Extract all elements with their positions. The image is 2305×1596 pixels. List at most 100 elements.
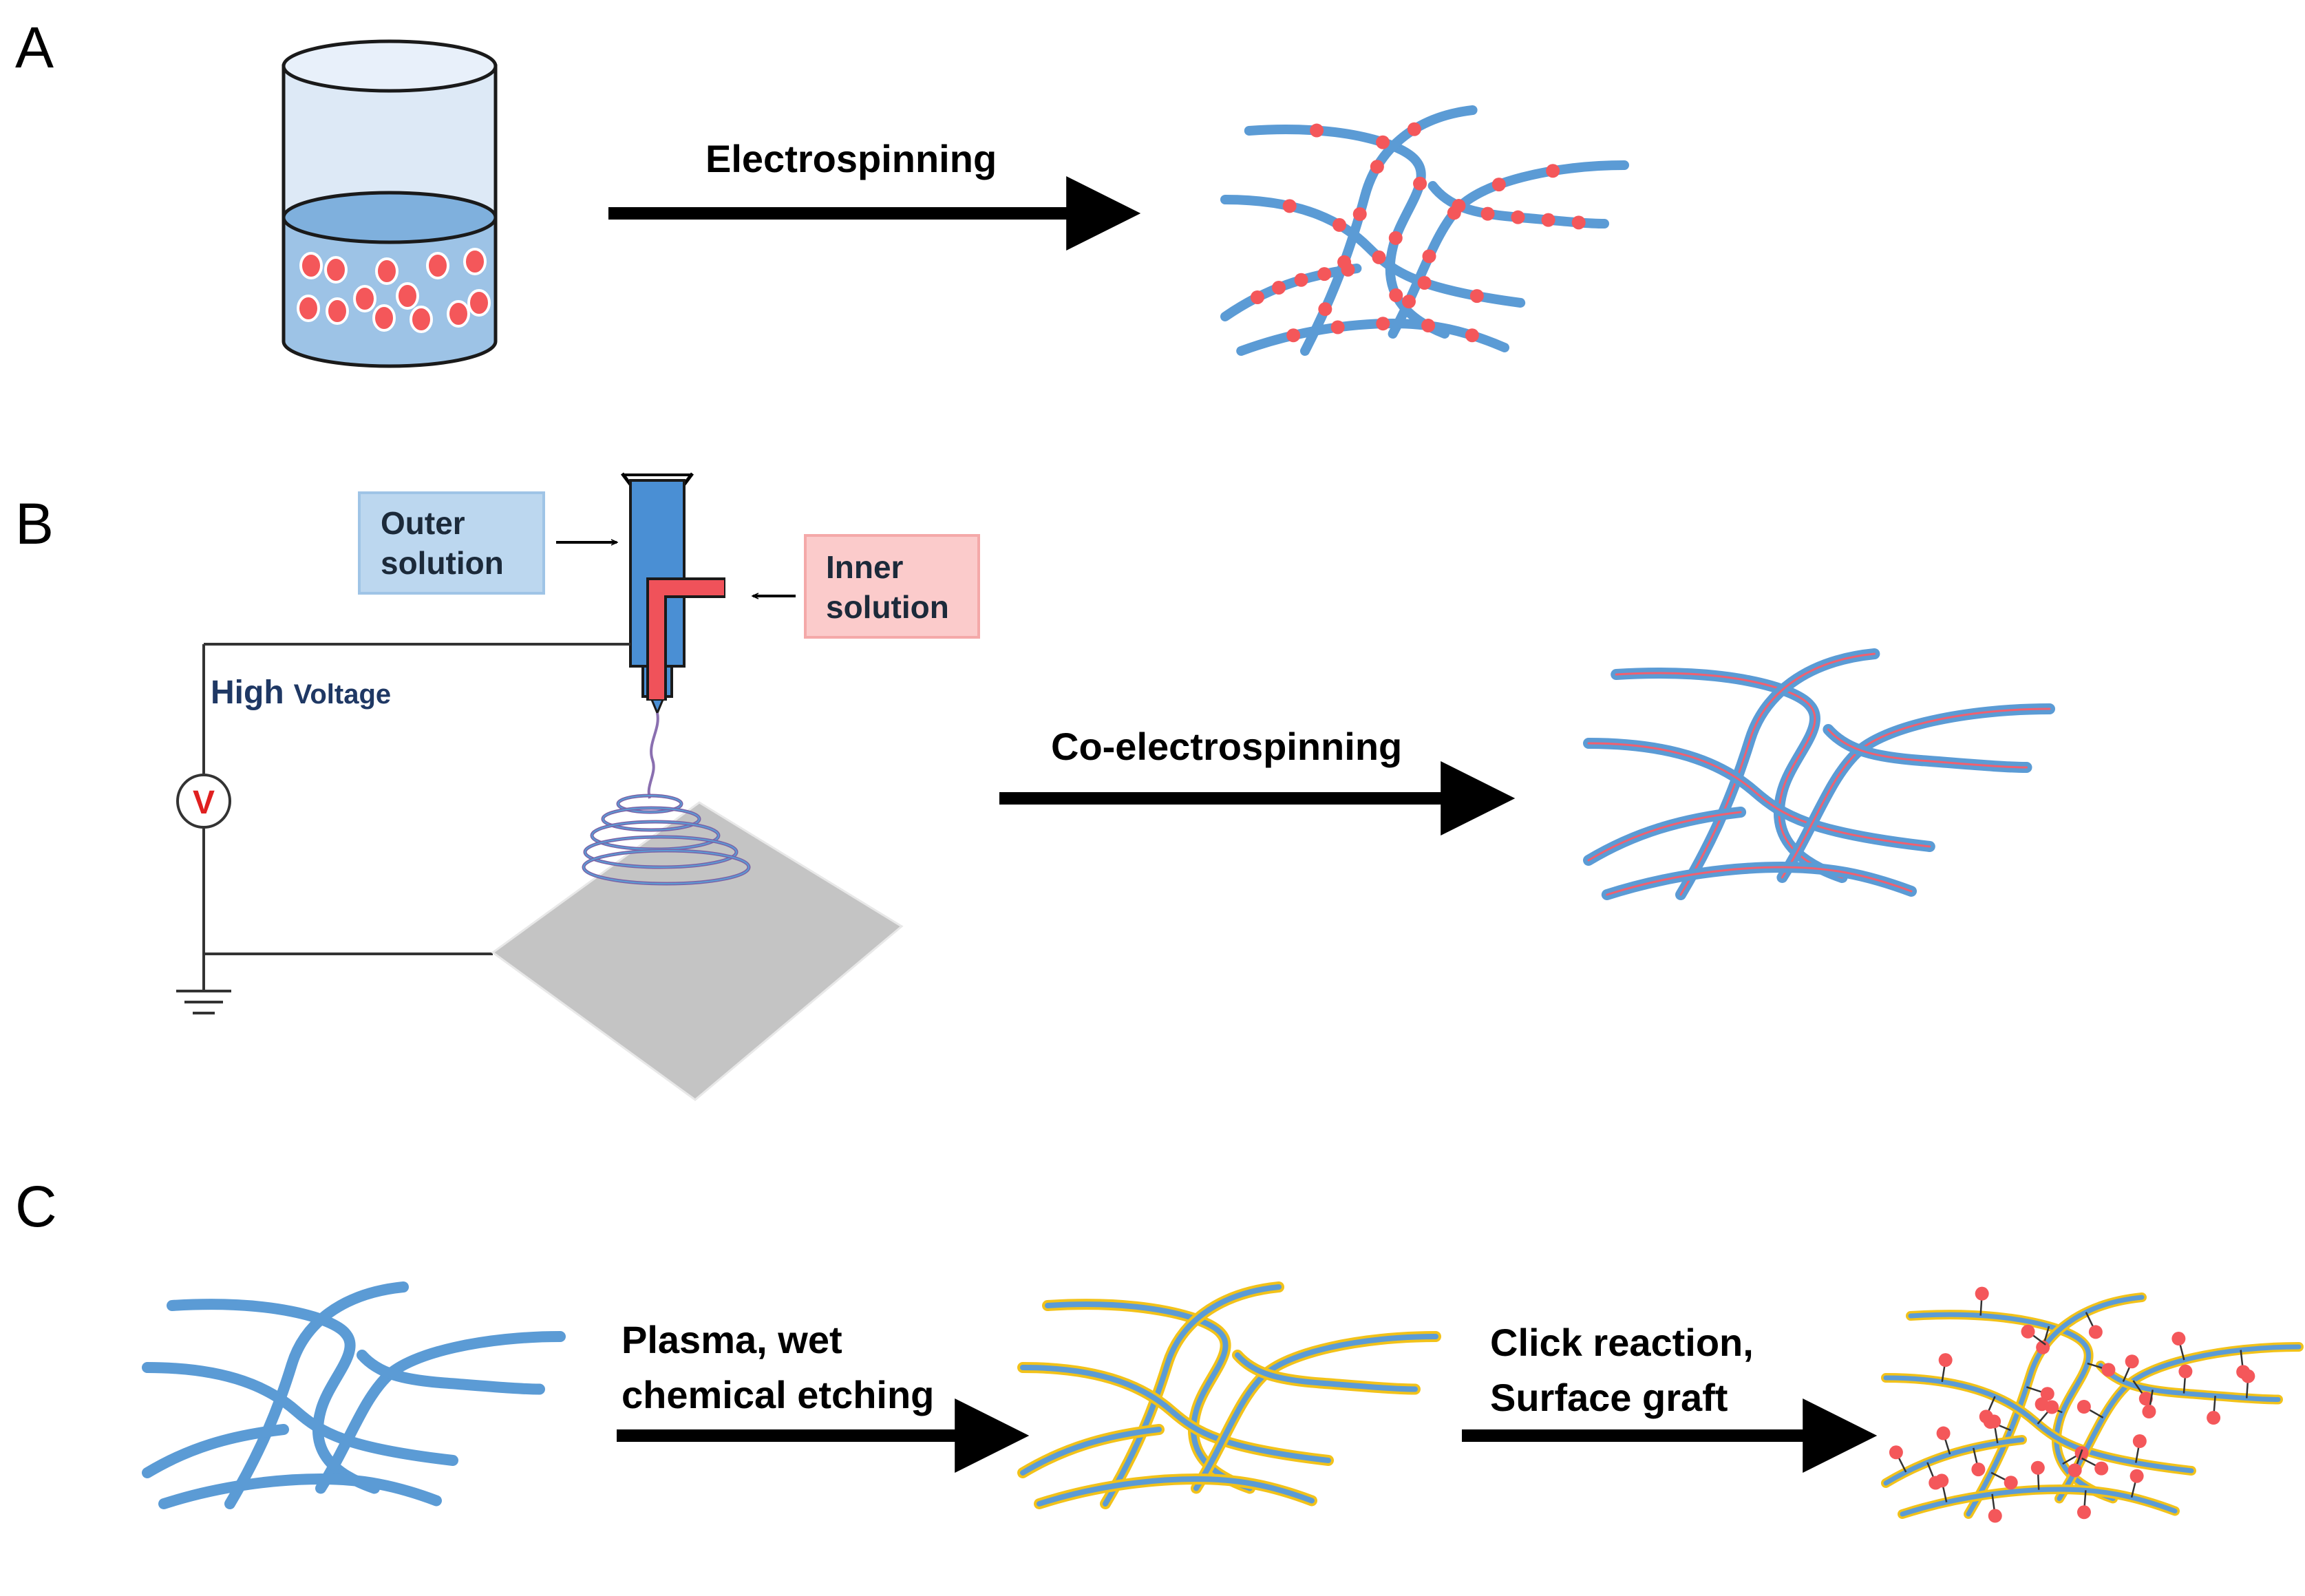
- fiber-core: [1238, 1355, 1415, 1390]
- grafted-molecule: [2171, 1332, 2186, 1346]
- fiber-mesh-core-shell: [1589, 654, 2050, 895]
- fiber-strand: [230, 1287, 403, 1504]
- beaker-icon: [282, 39, 498, 368]
- outer-solution-line1: Outer: [381, 505, 465, 541]
- beaker-particle: [324, 256, 348, 284]
- graft-linker: [2081, 1457, 2099, 1467]
- beaker-particle: [375, 257, 399, 285]
- grafted-molecule: [2125, 1354, 2139, 1369]
- graft-linker: [2178, 1342, 2185, 1361]
- grafted-molecule: [2094, 1461, 2109, 1476]
- graft-linker: [1941, 1363, 1946, 1382]
- particle-dot: [1480, 206, 1495, 221]
- fiber-coil-loop-inner: [584, 836, 737, 868]
- fiber-outline: [362, 1355, 540, 1390]
- fiber-jet: [647, 712, 659, 799]
- fiber-strand: [1911, 1315, 2113, 1498]
- panel-b-letter: B: [15, 491, 54, 556]
- graft-linker: [1942, 1484, 1948, 1502]
- graft-linker: [1987, 1396, 1996, 1414]
- fiber-strand: [1782, 709, 2050, 877]
- voltmeter-icon: V: [176, 774, 231, 829]
- panel-c: C Plasma, wet chemical etching Click rea…: [15, 1174, 2299, 1523]
- fiber-outline: [1241, 323, 1505, 351]
- fiber-core: [1911, 1315, 2113, 1498]
- graft-linker: [1944, 1436, 1951, 1455]
- fiber-strand: [1238, 1355, 1415, 1390]
- fiber-core: [1616, 673, 1842, 877]
- fiber-strand: [1048, 1304, 1250, 1488]
- particle-dot: [1250, 290, 1264, 304]
- arrow-click-reaction-line1: Click reaction,: [1490, 1321, 1754, 1364]
- particle-dot: [1286, 328, 1301, 343]
- fiber-core: [1886, 1378, 2191, 1471]
- grafted-molecule: [1889, 1445, 1903, 1460]
- particle-dot: [1469, 289, 1484, 304]
- grafted-molecule: [2045, 1400, 2059, 1414]
- particle-dot: [1370, 160, 1384, 174]
- graft-linker: [2087, 1407, 2104, 1418]
- graft-linker: [2122, 1365, 2132, 1383]
- graft-linker: [2026, 1386, 2044, 1394]
- fiber-strand: [172, 1304, 374, 1488]
- fiber-core: [1886, 1440, 2022, 1483]
- fiber-strand: [1196, 1337, 1436, 1489]
- fiber-outline: [321, 1337, 560, 1489]
- particle-dot: [1376, 135, 1390, 149]
- fiber-core: [1968, 1297, 2142, 1514]
- fiber-core: [1048, 1304, 1250, 1488]
- graft-linker: [2240, 1350, 2244, 1368]
- grafted-molecule: [1971, 1462, 1986, 1477]
- particle-dot: [1376, 317, 1390, 331]
- graft-linker: [2037, 1409, 2050, 1425]
- voltmeter-symbol: V: [193, 785, 215, 821]
- particle-dot: [1332, 217, 1347, 232]
- beaker-rim: [282, 39, 498, 93]
- fiber-strand: [1681, 654, 1874, 895]
- graft-linker: [1979, 1297, 1983, 1316]
- grafted-molecule: [2036, 1340, 2050, 1354]
- grafted-molecule: [2138, 1392, 2153, 1406]
- beaker-particle: [297, 295, 320, 322]
- inner-solution-line1: Inner: [826, 549, 904, 585]
- graft-linker: [1972, 1447, 1979, 1466]
- grafted-molecule: [2030, 1460, 2045, 1475]
- particle-dot: [1511, 210, 1525, 224]
- arrow-co-electrospinning-label: Co-electrospinning: [1051, 725, 1402, 768]
- fiber-outline: [230, 1287, 403, 1504]
- fiber-outline: [164, 1479, 436, 1504]
- fiber-strand: [1968, 1297, 2142, 1514]
- graft-linker: [1993, 1425, 1999, 1444]
- inner-solution-box: [804, 534, 980, 639]
- graft-linker: [2245, 1380, 2249, 1398]
- grafted-molecule: [2101, 1363, 2116, 1377]
- arrow-plasma-etching-line1: Plasma, wet: [622, 1318, 842, 1361]
- fiber-strand: [1023, 1368, 1328, 1460]
- graft-linker: [2083, 1490, 2087, 1509]
- particle-dot: [1541, 213, 1555, 227]
- fiber-coil-loop-inner: [583, 850, 750, 884]
- fiber-coil-loop-inner: [617, 795, 682, 813]
- panel-c-letter: C: [15, 1174, 57, 1239]
- beaker-particle: [447, 300, 470, 328]
- fiber-strand: [1828, 730, 2026, 767]
- fiber-mesh-etched: [1023, 1287, 1436, 1504]
- particle-dot: [1413, 176, 1427, 191]
- arrow-plasma-etching-line2: chemical etching: [622, 1373, 934, 1416]
- particle-dot: [1294, 273, 1308, 287]
- grafted-molecule: [2142, 1405, 2156, 1419]
- particle-dot: [1282, 199, 1297, 213]
- graft-linker: [2085, 1312, 2095, 1329]
- particle-dot: [1546, 164, 1560, 178]
- outer-solution-line2: solution: [381, 545, 504, 581]
- fiber-core: [1039, 1479, 1312, 1504]
- graft-linker: [1926, 1462, 1935, 1480]
- graft-linker: [2130, 1480, 2137, 1498]
- fiber-core: [1023, 1368, 1328, 1460]
- inner-tube: [649, 580, 724, 699]
- beaker-particle: [426, 252, 449, 279]
- fiber-outline: [147, 1429, 284, 1473]
